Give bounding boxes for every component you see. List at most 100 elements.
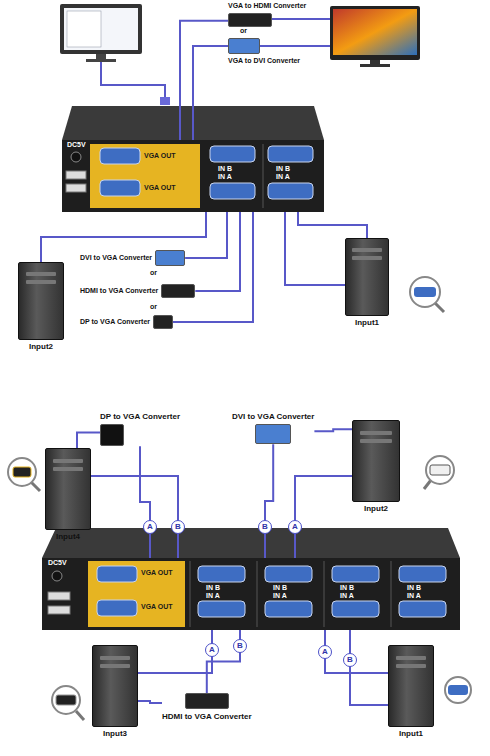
cable xyxy=(350,630,388,705)
magnifier xyxy=(52,686,84,720)
panel-label: IN A xyxy=(273,592,287,600)
cable-badge: B xyxy=(171,520,185,534)
computer: Input2 xyxy=(18,262,64,351)
vga-port xyxy=(100,148,140,164)
badge-letter: B xyxy=(175,523,181,531)
converter-icon xyxy=(100,424,124,446)
converter-icon xyxy=(153,315,173,329)
tower-case xyxy=(345,238,389,316)
converter: HDMI to VGA Converter xyxy=(162,693,252,721)
computer: Input4 xyxy=(45,448,91,541)
badge-letter: A xyxy=(292,523,298,531)
badge-letter: B xyxy=(262,523,268,531)
drive-bay xyxy=(360,439,392,443)
converter-label: DVI to VGA Converter xyxy=(232,412,314,421)
converter: VGA to HDMI Converter xyxy=(228,2,306,27)
drive-bay xyxy=(53,459,84,463)
cable-connector xyxy=(91,476,178,558)
input-label: Input3 xyxy=(103,729,127,738)
tower-case xyxy=(388,645,434,727)
drive-bay xyxy=(360,431,392,435)
cable-connector xyxy=(265,444,273,558)
panel-label: IN B xyxy=(340,584,354,592)
drive-bay xyxy=(396,656,427,660)
kvm-switch: DC5VVGA OUTVGA OUTIN BIN AIN BIN AIN BIN… xyxy=(42,558,460,630)
tv-base xyxy=(360,64,390,67)
tv-screen xyxy=(333,9,417,55)
usb-port xyxy=(48,606,70,614)
drive-bay xyxy=(352,248,381,252)
cable-badge: A xyxy=(288,520,302,534)
magnifier xyxy=(410,277,444,312)
panel-label: IN B xyxy=(407,584,421,592)
plug xyxy=(160,97,170,105)
output-panel xyxy=(90,144,200,208)
computer: Input1 xyxy=(388,645,434,738)
badge-letter: A xyxy=(209,646,215,654)
converter-icon xyxy=(228,13,272,27)
tower-case xyxy=(92,645,138,727)
monitor-base xyxy=(86,59,116,62)
cable-connector xyxy=(193,46,228,140)
monitor-screen xyxy=(64,8,138,50)
drive-bay xyxy=(26,272,57,276)
cable-connector xyxy=(140,446,150,558)
cable-badge: B xyxy=(343,653,357,667)
converter-label: VGA to DVI Converter xyxy=(228,57,300,65)
or-label: or xyxy=(240,27,247,35)
magnifier xyxy=(8,458,40,491)
converter-icon xyxy=(185,693,229,709)
window xyxy=(67,11,101,47)
cable-badge: A xyxy=(318,645,332,659)
cable xyxy=(101,62,165,105)
panel-label: IN A xyxy=(340,592,354,600)
panel-label: VGA OUT xyxy=(144,184,176,192)
or-text: or xyxy=(240,27,247,35)
usb-port xyxy=(66,171,86,179)
drive-bay xyxy=(352,256,381,260)
cable-connector xyxy=(77,433,100,449)
or-label: or xyxy=(150,303,157,311)
divider xyxy=(263,144,264,208)
usb-port xyxy=(66,184,86,192)
computer: Input2 xyxy=(352,420,400,513)
tv-stand xyxy=(370,60,380,64)
converter-icon xyxy=(228,38,260,54)
panel-label: IN B xyxy=(206,584,220,592)
converter: HDMI to VGA Converter xyxy=(80,284,195,298)
tower-case xyxy=(18,262,64,340)
panel-label: IN A xyxy=(218,173,232,181)
converter: DVI to VGA Converter xyxy=(80,250,185,266)
vga-port xyxy=(210,146,255,162)
computer: Input1 xyxy=(345,238,389,327)
badge-letter: B xyxy=(347,656,353,664)
or-label: or xyxy=(150,269,157,277)
cable xyxy=(285,212,345,285)
converter-label: HDMI to VGA Converter xyxy=(80,287,158,295)
vga-port xyxy=(268,183,313,199)
tower-case xyxy=(352,420,400,502)
input-label: Input1 xyxy=(399,729,423,738)
converter: DVI to VGA Converter xyxy=(232,412,314,444)
input-label: Input1 xyxy=(355,318,379,327)
panel-label: IN B xyxy=(276,165,290,173)
converter: VGA to DVI Converter xyxy=(228,38,300,65)
panel-label: DC5V xyxy=(48,559,67,567)
panel-label: VGA OUT xyxy=(144,152,176,160)
tv xyxy=(330,6,420,60)
cable-connector xyxy=(173,212,253,322)
cable-connector xyxy=(325,630,388,673)
converter-label: DP to VGA Converter xyxy=(80,318,150,326)
panel-label: IN A xyxy=(206,592,220,600)
panel-label: DC5V xyxy=(67,141,86,149)
panel-label: IN B xyxy=(218,165,232,173)
monitor xyxy=(60,4,142,54)
or-text: or xyxy=(150,303,157,311)
tower-case xyxy=(45,448,91,530)
dc-jack xyxy=(71,152,81,162)
cable-connector xyxy=(298,212,367,238)
switch-front xyxy=(62,140,324,212)
panel-label: IN A xyxy=(407,592,421,600)
cable-connector xyxy=(138,630,212,673)
